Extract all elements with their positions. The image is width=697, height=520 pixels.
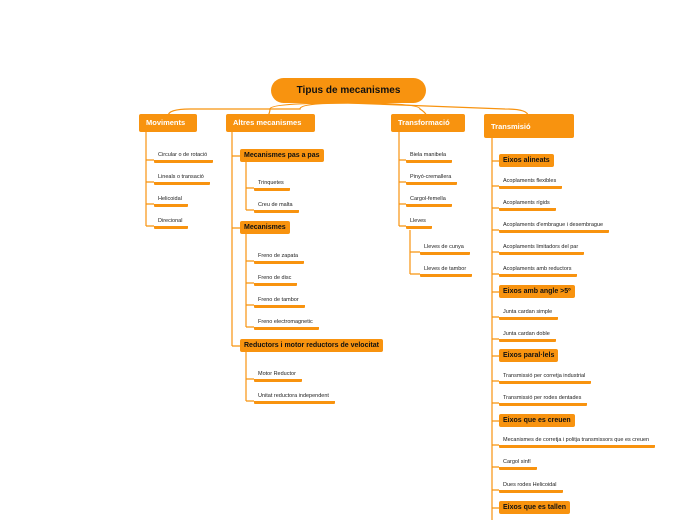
topic-transmissio[interactable]: Transmisió: [484, 114, 574, 138]
leaf-acoplaments-reductors[interactable]: Acoplaments amb reductors: [499, 265, 578, 277]
subtopic-eixos-tallen[interactable]: Eixos que es tallen: [499, 501, 571, 514]
subtopic-pas-a-pas[interactable]: Mecanismes pas a pas: [240, 149, 324, 162]
leaf-motor-reductor[interactable]: Motor Reductor: [254, 370, 302, 382]
leaf-direcional[interactable]: Direcional: [154, 217, 189, 229]
leaf-trinquetes[interactable]: Trinquetes: [254, 179, 290, 191]
leaf-creu-de-malta[interactable]: Creu de malta: [254, 201, 299, 213]
leaf-lineals[interactable]: Lineals o transació: [154, 173, 210, 185]
leaf-freno-electromagnetic[interactable]: Freno electromagnetic: [254, 318, 319, 330]
leaf-cargol-sinfi[interactable]: Cargol sinfí: [499, 458, 537, 470]
topic-altres-mecanismes[interactable]: Altres mecanismes: [226, 114, 315, 132]
leaf-junta-cardan-doble[interactable]: Junta cardan doble: [499, 330, 556, 342]
leaf-lleves-de-tambor[interactable]: Lleves de tambor: [420, 265, 473, 277]
leaf-freno-tambor[interactable]: Freno de tambor: [254, 296, 305, 308]
leaf-helicoidal[interactable]: Helicoidal: [154, 195, 188, 207]
root-topic[interactable]: Tipus de mecanismes: [271, 78, 426, 103]
leaf-freno-zapata[interactable]: Freno de zapata: [254, 252, 305, 264]
subtopic-reductors[interactable]: Reductors i motor reductors de velocitat: [240, 339, 383, 352]
leaf-circular[interactable]: Circular o de rotació: [154, 151, 214, 163]
leaf-unitat-reductora[interactable]: Unitat reductora independent: [254, 392, 335, 404]
subtopic-mecanismes[interactable]: Mecanismes: [240, 221, 290, 234]
topic-moviments[interactable]: Moviments: [139, 114, 197, 132]
subtopic-eixos-paralels[interactable]: Eixos paral·lels: [499, 349, 559, 362]
leaf-biela-manibela[interactable]: Biela manibela: [406, 151, 453, 163]
leaf-acoplaments-flexibles[interactable]: Acoplaments flexibles: [499, 177, 563, 189]
leaf-dues-rodes-helicoidal[interactable]: Dues rodes Helicoidal: [499, 481, 563, 493]
subtopic-eixos-creuen[interactable]: Eixos que es creuen: [499, 414, 575, 427]
leaf-pinyo-cremallera[interactable]: Pinyó-cremallera: [406, 173, 458, 185]
topic-transformacio[interactable]: Transformació: [391, 114, 465, 132]
leaf-cargol-femella[interactable]: Cargol-femella: [406, 195, 452, 207]
leaf-transmissio-rodes[interactable]: Transmissió per rodes dentades: [499, 394, 588, 406]
leaf-acoplaments-embrague[interactable]: Acoplaments d'embrague i desembrague: [499, 221, 610, 233]
leaf-lleves-de-cunya[interactable]: Lleves de cunya: [420, 243, 470, 255]
leaf-junta-cardan-simple[interactable]: Junta cardan simple: [499, 308, 559, 320]
subtopic-eixos-alineats[interactable]: Eixos alineats: [499, 154, 554, 167]
leaf-transmissio-corretja[interactable]: Transmissió per corretja industrial: [499, 372, 592, 384]
leaf-mecanismes-corretja-politja[interactable]: Mecanismes de corretja i politja transmi…: [499, 436, 656, 448]
subtopic-eixos-angle[interactable]: Eixos amb angle >5º: [499, 285, 575, 298]
leaf-acoplaments-limitadors[interactable]: Acoplaments limitadors del par: [499, 243, 585, 255]
leaf-lleves[interactable]: Lleves: [406, 217, 432, 229]
leaf-acoplaments-rigids[interactable]: Acoplaments rígids: [499, 199, 556, 211]
leaf-freno-disc[interactable]: Freno de disc: [254, 274, 298, 286]
